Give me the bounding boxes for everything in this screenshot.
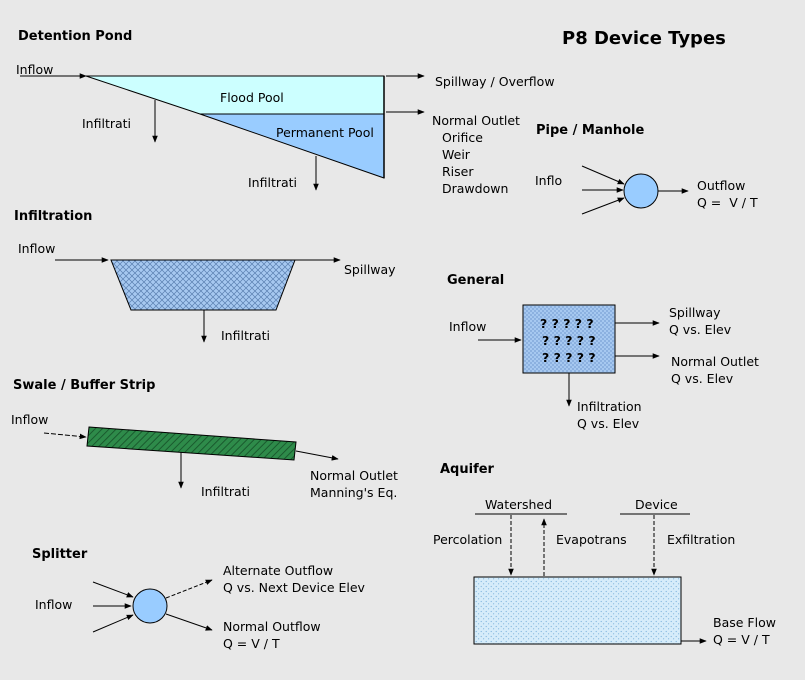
general-unknown-row: ? ? ? ? ?	[542, 350, 596, 365]
splitter-inflow-arrow	[92, 581, 134, 598]
splitter-node	[132, 588, 168, 624]
general-device-box	[522, 304, 616, 374]
aquifer-exfiltration-label: Exfiltration	[667, 532, 735, 547]
detention-pond-heading: Detention Pond	[18, 29, 132, 44]
aquifer-heading: Aquifer	[440, 462, 495, 477]
general-normal-outlet-relation: Q vs. Elev	[671, 371, 734, 386]
swale-inflow-arrow	[43, 432, 87, 440]
splitter-inflow-label: Inflow	[35, 597, 72, 612]
aquifer-watershed-label: Watershed	[485, 497, 552, 512]
aquifer-body	[473, 576, 682, 645]
splitter-normal-equation: Q = V / T	[223, 636, 280, 651]
pipe-inflow-arrow	[581, 197, 625, 215]
swale-mannings-label: Manning's Eq.	[310, 485, 397, 500]
detention-pond-section: Detention Pond Inflow Flood Pool Permane…	[16, 29, 555, 196]
pond-outlet-type: Weir	[442, 147, 471, 162]
infiltration-section: Infiltration Inflow Spillway Infiltrati	[14, 209, 396, 343]
general-unknown-row: ? ? ? ? ?	[540, 316, 594, 331]
aquifer-base-flow-label: Base Flow	[713, 615, 776, 630]
aquifer-device-label: Device	[635, 497, 678, 512]
detention-pond-inflow-label: Inflow	[16, 62, 53, 77]
general-unknown-row: ? ? ? ? ?	[542, 333, 596, 348]
aquifer-evapotrans-label: Evapotrans	[556, 532, 627, 547]
general-heading: General	[447, 273, 504, 288]
pipe-manhole-section: Pipe / Manhole Inflo Outflow Q = V / T	[535, 123, 758, 215]
pond-spillway-label: Spillway / Overflow	[435, 74, 555, 89]
swale-outflow-arrow	[295, 450, 339, 461]
infiltration-down-label: Infiltrati	[221, 328, 270, 343]
pipe-outflow-label: Outflow	[697, 178, 745, 193]
general-infiltration-relation: Q vs. Elev	[577, 416, 640, 431]
general-inflow-label: Inflow	[449, 319, 486, 334]
pond-normal-outlet-label: Normal Outlet	[432, 113, 520, 128]
swale-normal-outlet-label: Normal Outlet	[310, 468, 398, 483]
pond-outlet-type: Riser	[442, 164, 474, 179]
manhole-node	[623, 173, 659, 209]
aquifer-section: Aquifer Watershed Device Percolation Eva…	[433, 462, 776, 647]
pond-outlet-type: Orifice	[442, 130, 483, 145]
pipe-inflow-arrow	[581, 165, 625, 185]
splitter-section: Splitter Inflow Alternate Outflow Q vs. …	[32, 547, 366, 651]
general-infiltration-label: Infiltration	[577, 399, 642, 414]
splitter-alternate-relation: Q vs. Next Device Elev	[223, 580, 366, 595]
page-title: P8 Device Types	[562, 28, 726, 49]
aquifer-base-flow-equation: Q = V / T	[713, 632, 770, 647]
aquifer-percolation-label: Percolation	[433, 532, 502, 547]
general-normal-outlet-label: Normal Outlet	[671, 354, 759, 369]
pond-infiltration-label-bottom: Infiltrati	[248, 175, 297, 190]
pond-infiltration-label-left: Infiltrati	[82, 116, 131, 131]
splitter-inflow-arrow	[92, 614, 134, 633]
infiltration-inflow-label: Inflow	[18, 241, 55, 256]
infiltration-spillway-label: Spillway	[344, 262, 396, 277]
infiltration-heading: Infiltration	[14, 209, 92, 224]
general-spillway-relation: Q vs. Elev	[669, 322, 732, 337]
splitter-alternate-label: Alternate Outflow	[223, 563, 333, 578]
pipe-inflow-label: Inflo	[535, 173, 562, 188]
splitter-normal-arrow	[165, 613, 213, 631]
swale-strip	[86, 426, 297, 461]
infiltration-basin	[110, 259, 296, 311]
pipe-manhole-heading: Pipe / Manhole	[536, 123, 645, 138]
permanent-pool-label: Permanent Pool	[276, 125, 374, 140]
splitter-heading: Splitter	[32, 547, 88, 562]
permanent-pool-shape	[199, 113, 385, 179]
swale-inflow-label: Inflow	[11, 412, 48, 427]
splitter-alternate-arrow	[165, 579, 213, 599]
swale-section: Swale / Buffer Strip Inflow Normal Outle…	[11, 378, 398, 500]
flood-pool-label: Flood Pool	[220, 90, 284, 105]
pond-outlet-type: Drawdown	[442, 181, 508, 196]
swale-heading: Swale / Buffer Strip	[13, 378, 155, 393]
general-section: General Inflow ? ? ? ? ? ? ? ? ? ? ? ? ?…	[447, 273, 759, 431]
splitter-normal-label: Normal Outflow	[223, 619, 321, 634]
pipe-outflow-equation: Q = V / T	[697, 195, 758, 210]
swale-infiltration-label: Infiltrati	[201, 484, 250, 499]
general-spillway-label: Spillway	[669, 305, 721, 320]
